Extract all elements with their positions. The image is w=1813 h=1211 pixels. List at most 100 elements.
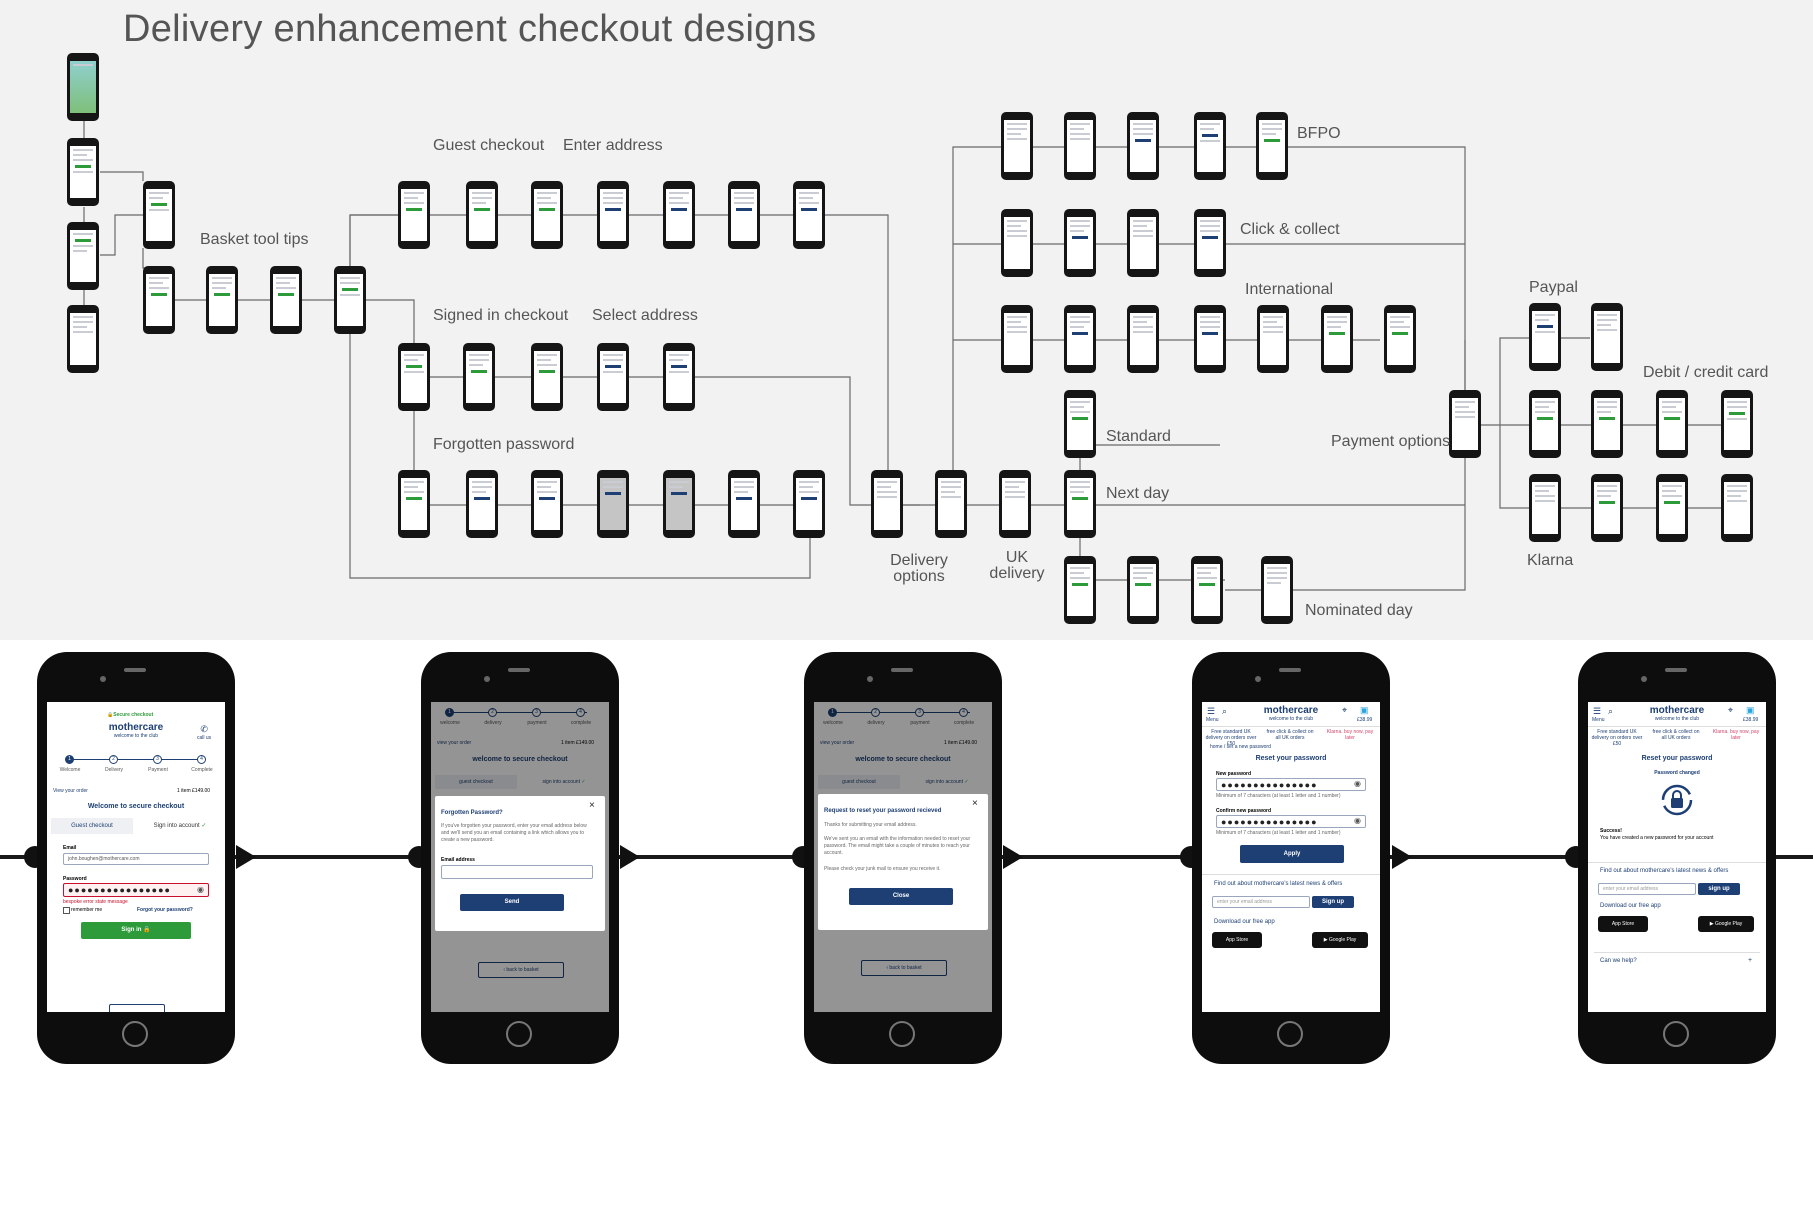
call-us-link[interactable]: ✆call us xyxy=(197,724,212,741)
address-screen-2 xyxy=(663,181,695,249)
location-pin-icon[interactable]: ⌖ xyxy=(1728,705,1734,715)
step-label-complete: complete xyxy=(953,720,975,726)
sign-up-button[interactable]: sign up xyxy=(1698,883,1740,895)
back-to-basket-button[interactable]: ‹ back to basket xyxy=(861,960,947,976)
home-button[interactable] xyxy=(506,1021,532,1047)
eye-icon[interactable]: ◉ xyxy=(1354,779,1361,788)
mothercare-logo: mothercare welcome to the club xyxy=(1263,705,1319,722)
remember-checkbox[interactable] xyxy=(63,907,70,914)
step-label-welcome: Welcome xyxy=(59,767,81,773)
tab-sign-in[interactable]: sign into account ✓ xyxy=(925,779,969,785)
menu-icon[interactable]: ☰ xyxy=(1593,706,1602,716)
phone-camera xyxy=(867,676,873,682)
confirm-password-label: Confirm new password xyxy=(1216,808,1272,814)
progress-track xyxy=(69,759,203,760)
newsletter-email-field[interactable]: enter your email address xyxy=(1212,896,1310,908)
label-forgotten-password: Forgotten password xyxy=(433,436,575,453)
search-icon[interactable]: ⌕ xyxy=(1222,706,1228,716)
app-store-badge[interactable]: App Store xyxy=(1598,916,1648,932)
tab-guest-checkout[interactable]: guest checkout xyxy=(435,775,517,789)
app-store-badge[interactable]: App Store xyxy=(1212,932,1262,948)
home-button[interactable] xyxy=(1277,1021,1303,1047)
location-pin-icon[interactable]: ⌖ xyxy=(1342,705,1348,715)
success-message: You have created a new password for your… xyxy=(1600,835,1714,841)
tab-sign-in[interactable]: sign into account ✓ xyxy=(542,779,586,785)
timeline-arrow xyxy=(1003,845,1023,869)
step-2: 2 xyxy=(488,708,497,717)
promo-klarna[interactable]: Klarna. buy now, pay later xyxy=(1326,729,1374,741)
back-button-partial[interactable] xyxy=(109,1004,165,1012)
product-detail-screen xyxy=(67,222,99,290)
bfpo-screen-5 xyxy=(1256,112,1288,180)
label-next-day: Next day xyxy=(1106,485,1170,502)
sign-in-button[interactable]: Sign in 🔒 xyxy=(81,922,191,939)
remember-me-label: remember me xyxy=(71,907,103,913)
forgotten-password-screen: 1 2 3 4 welcome delivery payment complet… xyxy=(431,702,609,1012)
send-button[interactable]: Send xyxy=(460,894,564,911)
label-signed-in-checkout: Signed in checkout xyxy=(433,307,569,324)
search-icon[interactable]: ⌕ xyxy=(1608,706,1614,716)
step-2: 2 xyxy=(871,708,880,717)
label-paypal: Paypal xyxy=(1529,279,1578,296)
google-play-badge[interactable]: ▶ Google Play xyxy=(1698,916,1754,932)
paypal-screen-1 xyxy=(1529,303,1561,371)
click-collect-screen-2 xyxy=(1064,209,1096,277)
new-password-field[interactable]: ●●●●●●●●●●●●●●●◉ xyxy=(1216,778,1366,791)
breadcrumb[interactable]: home / set a new password xyxy=(1210,744,1271,750)
close-button[interactable]: Close xyxy=(849,888,953,905)
basket-icon[interactable]: ▣ xyxy=(1360,705,1369,715)
forgot-password-link[interactable]: Forgot your password? xyxy=(137,907,193,913)
card-screen-1 xyxy=(1529,390,1561,458)
tab-guest-checkout[interactable]: guest checkout xyxy=(818,775,900,789)
step-label-payment: payment xyxy=(910,720,930,726)
welcome-heading: Welcome to secure checkout xyxy=(87,803,185,810)
view-order-link[interactable]: View your order xyxy=(53,788,88,794)
password-field[interactable]: ●●●●●●●●●●●●●●●●◉ xyxy=(63,883,209,897)
back-to-basket-button[interactable]: ‹ back to basket xyxy=(478,962,564,978)
eye-icon[interactable]: ◉ xyxy=(1354,816,1361,825)
sign-up-button[interactable]: Sign up xyxy=(1312,896,1354,908)
tab-guest-checkout[interactable]: Guest checkout xyxy=(51,818,133,834)
confirm-password-field[interactable]: ●●●●●●●●●●●●●●●◉ xyxy=(1216,815,1366,828)
tooltip-screen-3 xyxy=(270,266,302,334)
plus-icon[interactable]: + xyxy=(1748,957,1753,964)
view-order-link[interactable]: view your order xyxy=(437,740,472,746)
eye-icon[interactable]: ◉ xyxy=(197,885,204,894)
step-label-payment: Payment xyxy=(148,767,168,773)
step-label-delivery: delivery xyxy=(867,720,885,726)
promo-free-delivery[interactable]: Free standard UK delivery on orders over… xyxy=(1591,729,1643,747)
menu-label: Menu xyxy=(1592,717,1605,723)
label-uk-delivery: UK delivery xyxy=(989,549,1045,582)
home-button[interactable] xyxy=(889,1021,915,1047)
basket-icon[interactable]: ▣ xyxy=(1746,705,1755,715)
menu-icon[interactable]: ☰ xyxy=(1207,706,1216,716)
home-button[interactable] xyxy=(122,1021,148,1047)
forgotten-password-modal: Forgotten Password? × If you've forgotte… xyxy=(435,796,605,931)
apply-button[interactable]: Apply xyxy=(1240,845,1344,863)
google-play-badge[interactable]: ▶ Google Play xyxy=(1312,932,1368,948)
step-label-complete: Complete xyxy=(191,767,213,773)
close-icon[interactable]: × xyxy=(972,798,978,809)
welcome-heading: welcome to secure checkout xyxy=(855,756,951,763)
promo-klarna[interactable]: Klarna. buy now, pay later xyxy=(1712,729,1760,741)
order-summary: 1 item £149.00 xyxy=(944,740,978,746)
phone-speaker xyxy=(124,668,146,672)
tab-sign-in[interactable]: Sign into account ✓ xyxy=(153,823,207,829)
home-button[interactable] xyxy=(1663,1021,1689,1047)
lock-icon: 🔒 xyxy=(107,712,114,718)
newsletter-email-field[interactable]: enter your email address xyxy=(1598,883,1696,895)
promo-click-collect[interactable]: free click & collect on all UK orders xyxy=(1266,729,1314,741)
promo-free-delivery[interactable]: Free standard UK delivery on orders over… xyxy=(1205,729,1257,747)
view-order-link[interactable]: view your order xyxy=(820,740,855,746)
email-field[interactable]: john.boughen@mothercare.com xyxy=(63,853,209,865)
board-title: Delivery enhancement checkout designs xyxy=(123,8,817,50)
forgot-screen-4 xyxy=(597,470,629,538)
close-icon[interactable]: × xyxy=(589,800,595,811)
click-collect-screen-4 xyxy=(1194,209,1226,277)
bfpo-screen-2 xyxy=(1064,112,1096,180)
help-link[interactable]: Can we help? xyxy=(1600,958,1637,964)
email-field[interactable] xyxy=(441,865,593,879)
basket-total: £38.99 xyxy=(1743,717,1759,723)
promo-click-collect[interactable]: free click & collect on all UK orders xyxy=(1652,729,1700,741)
basket-tooltip-screen xyxy=(143,181,175,249)
